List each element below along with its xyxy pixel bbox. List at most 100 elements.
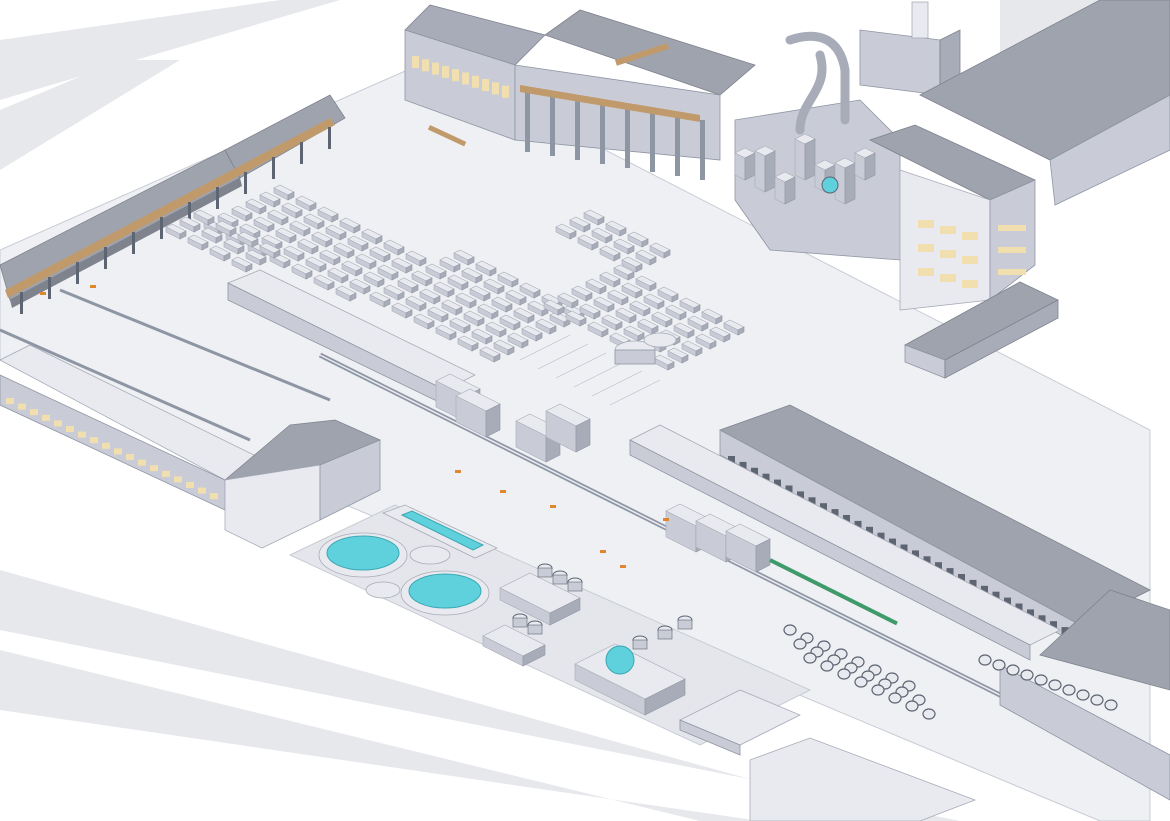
slab-stack — [455, 292, 477, 309]
mill-stand-side — [575, 418, 591, 453]
slab-stack-side — [369, 260, 377, 270]
window — [969, 579, 977, 588]
slab-stack-side — [535, 332, 543, 342]
hall-column — [188, 202, 191, 224]
compressor-units — [482, 563, 693, 716]
slab-stack — [453, 249, 475, 266]
slab-stack — [449, 317, 471, 334]
window — [808, 497, 816, 506]
slab-stack-side — [297, 252, 305, 262]
slab-stack — [427, 306, 449, 323]
slab-stack-side — [613, 278, 621, 288]
cooling-bed-segment — [859, 603, 871, 612]
coil-icon — [1062, 684, 1076, 696]
slab-stack — [201, 227, 223, 244]
slab-stack — [507, 332, 529, 349]
yard-grid-line — [609, 379, 661, 406]
window — [1027, 609, 1034, 618]
slab-stack-side — [687, 329, 695, 339]
slab-stack — [673, 322, 695, 339]
slab-stack — [245, 198, 267, 215]
slab-stack-side — [541, 307, 549, 317]
window — [114, 448, 122, 455]
window — [472, 75, 479, 88]
converter-vessel-side — [844, 162, 856, 205]
yard-grid-line — [591, 370, 643, 397]
slab-stack — [405, 295, 427, 312]
slab-stack — [297, 238, 319, 255]
slab-stack — [193, 209, 215, 226]
slab-stack — [571, 285, 593, 302]
slab-stack-side — [273, 198, 281, 208]
finishing-hall-right — [629, 404, 1170, 801]
window — [912, 550, 919, 559]
slab-stack-side — [391, 271, 399, 281]
converter-vessel — [794, 133, 816, 181]
slab-stack-side — [619, 227, 627, 237]
slab-stack-side — [405, 264, 413, 274]
slab-stack — [667, 347, 689, 364]
accent-markers — [40, 43, 670, 568]
window — [1061, 627, 1069, 636]
converter-vessel-side — [784, 176, 796, 205]
coil-storage — [783, 624, 1118, 720]
slab-stack — [643, 293, 665, 310]
slab-stack-side — [627, 245, 635, 255]
slab-stack-side — [695, 347, 703, 357]
hall-column — [272, 157, 275, 179]
slab-stack-side — [497, 285, 505, 295]
accent-marker — [500, 490, 506, 493]
slab-stack-side — [527, 314, 535, 324]
slab-stack-side — [237, 245, 245, 255]
slab-stack-side — [215, 234, 223, 244]
window — [1038, 615, 1046, 624]
left-conveyor — [0, 328, 251, 442]
coil-icon — [1034, 674, 1048, 686]
slab-stack — [579, 303, 601, 320]
window — [940, 226, 956, 234]
slab-stack — [565, 310, 587, 327]
pump-cylinder-body — [527, 624, 543, 635]
window — [18, 403, 26, 410]
slab-stack — [621, 256, 643, 273]
slab-stack-side — [325, 238, 333, 248]
slab-stack-side — [643, 307, 651, 317]
top-hall-back-wall — [514, 64, 721, 161]
slab-stack-side — [455, 306, 463, 316]
exhaust-stacks — [859, 1, 961, 96]
mill-stand — [545, 403, 591, 453]
cooling-bed-segment — [769, 558, 781, 567]
water-treatment-plant — [318, 504, 498, 616]
slab-stack — [607, 289, 629, 306]
slab-stack-side — [709, 340, 717, 350]
hall-column — [600, 104, 605, 164]
slab-stack — [491, 296, 513, 313]
slab-stack-side — [179, 230, 187, 240]
slab-stack-side — [419, 302, 427, 312]
slab-stack — [679, 297, 701, 314]
slab-stack — [305, 256, 327, 273]
office-building-right — [868, 124, 1036, 311]
slab-stack — [179, 216, 201, 233]
slab-stack — [245, 249, 267, 266]
slab-stack — [209, 245, 231, 262]
pump-cylinder-body — [677, 619, 693, 630]
hall-column — [20, 292, 23, 314]
coil-icon — [992, 659, 1006, 671]
slab-stack — [649, 242, 671, 259]
slab-stack — [555, 223, 577, 240]
slab-stack — [477, 303, 499, 320]
slab-stack-side — [491, 310, 499, 320]
slab-stack — [613, 264, 635, 281]
slab-stack — [441, 299, 463, 316]
converter-vessel-front — [794, 138, 806, 181]
slab-stack — [259, 242, 281, 259]
slab-stack — [361, 228, 383, 245]
slab-stack-side — [511, 278, 519, 288]
slab-stack-side — [363, 285, 371, 295]
slab-stack-side — [513, 321, 521, 331]
slab-stack — [363, 271, 385, 288]
left-conveyor-2 — [59, 288, 331, 402]
slab-stack — [405, 250, 427, 267]
